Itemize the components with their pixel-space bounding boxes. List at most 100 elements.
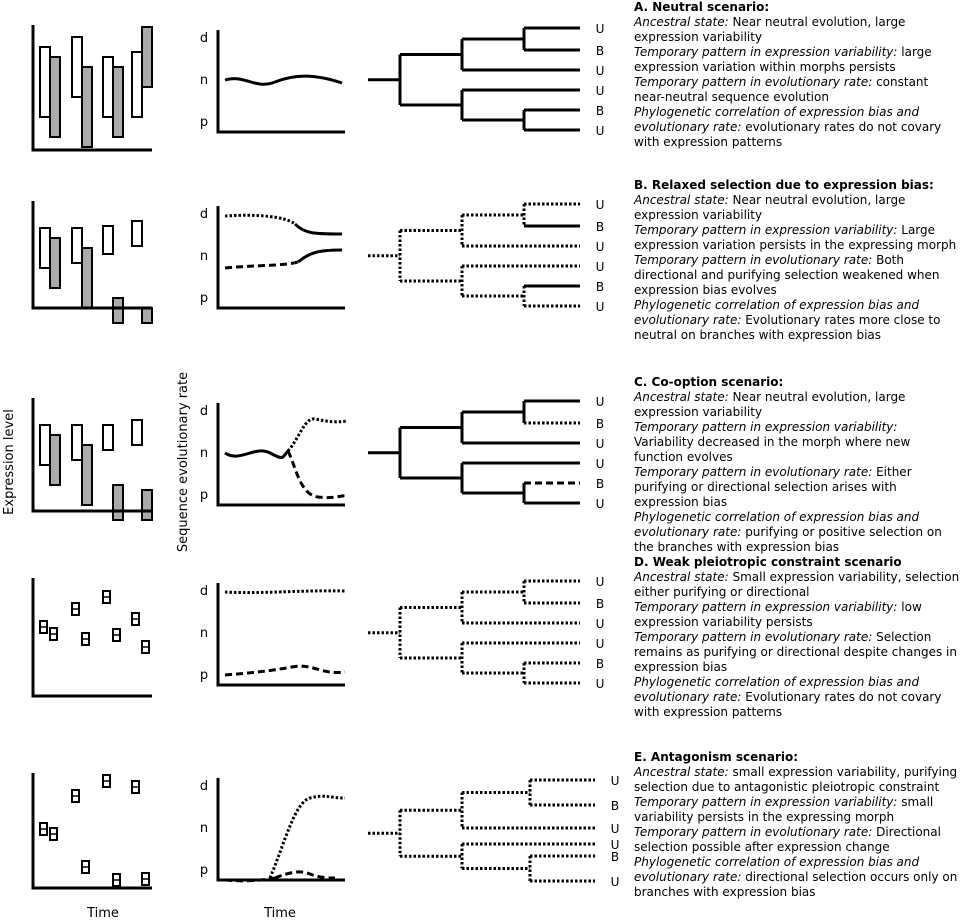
tip-label-2-1: U (596, 198, 605, 212)
rate-curve-c-lower (286, 450, 348, 500)
scenario-line-value: Large expression variation persists in t… (634, 223, 957, 252)
tip-label-3-3: U (596, 437, 605, 451)
scenario-title: C. Co-option scenario: (634, 375, 784, 389)
time-label-expression: Time (86, 906, 119, 921)
scenario-line-label: Phylogenetic correlation of expression b… (634, 855, 920, 884)
scenario-line-value: Evolutionary rates more close to neutral… (634, 313, 941, 342)
tip-label-3-1: U (596, 395, 605, 409)
rate-curve-b-lower (297, 248, 343, 264)
rate-axes-4 (216, 583, 345, 687)
tip-label-3-6: U (596, 497, 605, 511)
tip-label-5-2: B (611, 799, 619, 813)
expression-axes-5 (31, 773, 152, 890)
expression-axes-3 (31, 398, 152, 513)
expression-box-1-5 (102, 56, 114, 118)
rate-curve-b-upper (293, 222, 343, 236)
scenario-line-value: Either purifying or directional selectio… (634, 465, 912, 509)
scenario-line-label: Temporary pattern in evolutionary rate: (634, 465, 873, 479)
scenario-line-label: Phylogenetic correlation of expression b… (634, 510, 920, 539)
scenario-title: E. Antagonism scenario: (634, 750, 799, 764)
scenario-line-value: Small expression variability, selection … (634, 570, 960, 599)
expression-box-3-4 (81, 444, 93, 506)
rate-tick-p: p (200, 488, 208, 503)
scenario-line-value: Directional selection possible after exp… (634, 825, 941, 854)
rate-curve-neutral (224, 74, 343, 86)
expression-box-1-4 (81, 66, 93, 148)
scenario-line-label: Temporary pattern in expression variabil… (634, 600, 898, 614)
tip-label-3-4: U (596, 457, 605, 471)
expression-box-2-2 (49, 237, 61, 289)
scenario-line-label: Temporary pattern in expression variabil… (634, 420, 898, 434)
scenario-line-value: Both directional and purifying selection… (634, 253, 940, 297)
scenario-line: Temporary pattern in evolutionary rate: … (634, 630, 960, 675)
rate-tick-n: n (200, 249, 208, 264)
expression-box-3-8 (141, 489, 153, 521)
scenario-line: Temporary pattern in evolutionary rate: … (634, 825, 960, 855)
rate-tick-p: p (200, 863, 208, 878)
tip-label-1-1: U (596, 22, 605, 36)
scenario-line-value: constant near-neutral sequence evolution (634, 75, 929, 104)
rate-curve-e-ancestral (224, 876, 276, 883)
scenario-line-value: Selection remains as purifying or direct… (634, 630, 957, 674)
scenario-line-label: Temporary pattern in evolutionary rate: (634, 825, 873, 839)
rate-axes-1 (216, 30, 345, 134)
tip-label-4-2: B (596, 597, 604, 611)
rate-axes-5 (216, 778, 345, 882)
expression-box-3-1 (39, 424, 51, 466)
tip-label-1-4: U (596, 84, 605, 98)
scenario-line-label: Temporary pattern in expression variabil… (634, 223, 898, 237)
rate-tick-n: n (200, 73, 208, 88)
scenario-line-value: purifying or positive selection on the b… (634, 525, 942, 554)
scenario-line-label: Phylogenetic correlation of expression b… (634, 105, 920, 134)
tip-label-5-1: U (611, 774, 620, 788)
expression-box-2-8 (141, 307, 153, 324)
tip-label-5-6: U (611, 875, 620, 889)
rate-axes-3 (216, 403, 345, 507)
expression-box-1-2 (49, 56, 61, 138)
rate-tick-n: n (200, 821, 208, 836)
scenario-line-value: evolutionary rates do not covary with ex… (634, 120, 942, 149)
expression-box-2-7 (131, 220, 143, 247)
expression-box-3-2 (49, 434, 61, 486)
scenario-line-value: small variability persists in the expres… (634, 795, 934, 824)
tip-label-2-3: U (596, 240, 605, 254)
rate-curve-d-lower (224, 664, 346, 677)
rate-curve-d-upper (224, 589, 346, 595)
expression-box-3-3 (71, 424, 83, 461)
tip-label-1-5: B (596, 104, 604, 118)
expression-box-1-6 (112, 66, 124, 138)
scenario-line: Ancestral state: Small expression variab… (634, 570, 960, 600)
scenario-line: Temporary pattern in evolutionary rate: … (634, 75, 960, 105)
rate-tick-d: d (200, 584, 208, 599)
rate-tick-d: d (200, 404, 208, 419)
scenario-line-value: low expression variability persists (634, 600, 922, 629)
expression-level-label: Expression level (2, 409, 17, 515)
scenario-line: Temporary pattern in expression variabil… (634, 45, 960, 75)
scenario-line-label: Temporary pattern in evolutionary rate: (634, 253, 873, 267)
scenario-line-value: small expression variability, purifying … (634, 765, 958, 794)
scenario-title: D. Weak pleiotropic constraint scenario (634, 555, 902, 569)
tip-label-2-6: U (596, 300, 605, 314)
scenario-line: Ancestral state: Near neutral evolution,… (634, 193, 960, 223)
scenario-line-label: Temporary pattern in expression variabil… (634, 795, 898, 809)
scenario-line-value: Near neutral evolution, large expression… (634, 15, 906, 44)
tip-label-2-2: B (596, 220, 604, 234)
expression-axes-4 (31, 578, 152, 698)
rate-tick-d: d (200, 779, 208, 794)
tip-label-4-6: U (596, 677, 605, 691)
expression-box-1-3 (71, 36, 83, 98)
rate-tick-p: p (200, 668, 208, 683)
rate-curve-b-lower-ancestral (224, 260, 299, 270)
rate-tick-d: d (200, 31, 208, 46)
tip-label-5-3: U (611, 822, 620, 836)
tip-label-5-4: U (611, 838, 620, 852)
expression-axes-1 (31, 25, 152, 152)
expression-box-3-6 (112, 484, 124, 521)
scenario-line-value: Evolutionary rates do not covary with ex… (634, 690, 942, 719)
scenario-line-value: Near neutral evolution, large expression… (634, 193, 906, 222)
scenario-line-label: Ancestral state: (634, 193, 729, 207)
rate-tick-n: n (200, 626, 208, 641)
tip-label-1-3: U (596, 64, 605, 78)
scenario-line: Phylogenetic correlation of expression b… (634, 105, 960, 150)
